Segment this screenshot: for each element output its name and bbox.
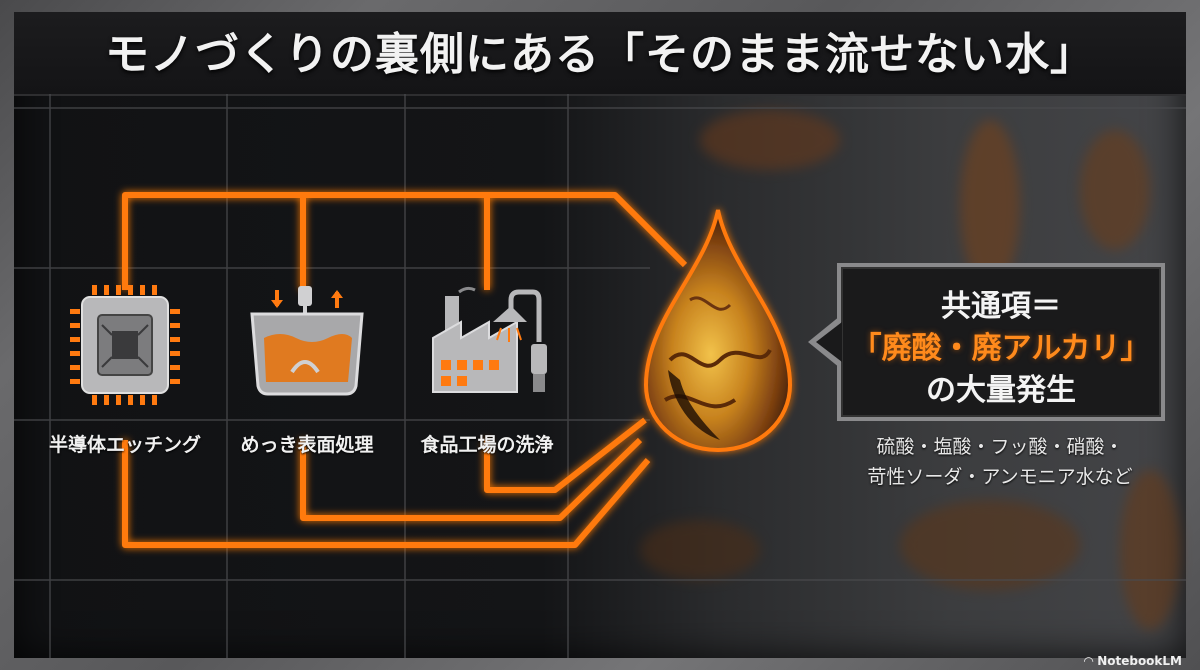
branding-logo: ◠ NotebookLM: [1084, 654, 1182, 668]
rust-stain: [1120, 470, 1180, 630]
chip-icon: [50, 285, 200, 435]
factory-icon: [415, 282, 565, 432]
process-label-semiconductor: 半導体エッチング: [48, 434, 201, 456]
callout-box: 共通項＝ 「廃酸・廃アルカリ」 の大量発生: [837, 263, 1165, 421]
title-band: [14, 12, 1186, 96]
chemical-examples: 硫酸・塩酸・フッ酸・硝酸・ 苛性ソーダ・アンモニア水など: [820, 432, 1180, 492]
page-title: モノづくりの裏側にある「そのまま流せない水」: [105, 29, 1095, 80]
rust-stain: [900, 500, 1080, 590]
notebooklm-icon: ◠: [1083, 654, 1094, 668]
callout-line3: の大量発生: [926, 373, 1076, 408]
callout-line1: 共通項＝: [941, 289, 1061, 324]
branding-name: NotebookLM: [1097, 654, 1182, 668]
orange-pipes: [122, 192, 688, 548]
callout-arrow-inner: [816, 322, 842, 362]
toxic-droplet-icon: [643, 209, 793, 453]
grid-lines: [14, 94, 1186, 658]
rust-stain: [1080, 130, 1150, 250]
examples-line1: 硫酸・塩酸・フッ酸・硝酸・: [876, 436, 1124, 458]
examples-line2: 苛性ソーダ・アンモニア水など: [867, 466, 1133, 488]
process-label-plating: めっき表面処理: [240, 434, 374, 456]
rust-stain: [960, 120, 1020, 290]
callout-highlight: 「廃酸・廃アルカリ」: [851, 331, 1151, 366]
plating-tank-icon: [232, 282, 382, 432]
process-label-food-factory: 食品工場の洗浄: [420, 434, 554, 456]
rust-stain: [640, 520, 760, 580]
rust-stain: [700, 110, 840, 170]
